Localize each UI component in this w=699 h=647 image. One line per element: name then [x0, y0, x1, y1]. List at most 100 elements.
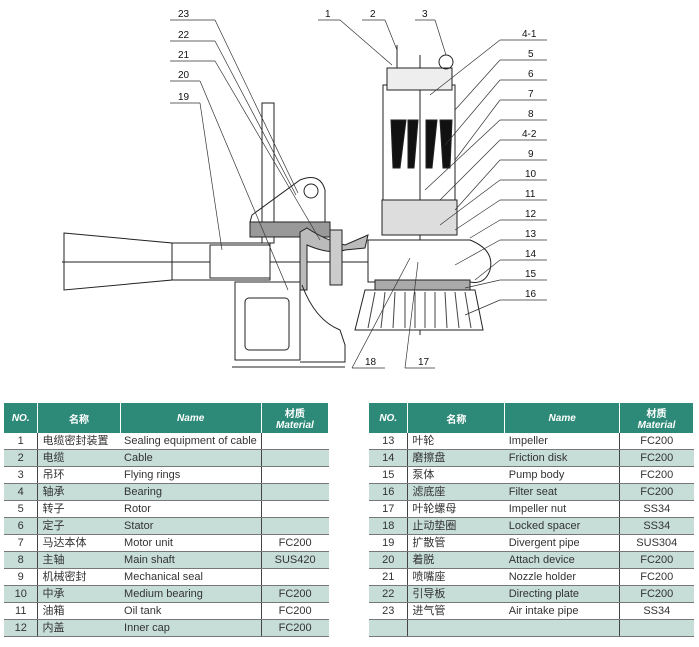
part-name-en: Filter seat: [504, 483, 620, 501]
part-number: 18: [369, 517, 409, 535]
header-material-cn: 材质: [646, 409, 667, 420]
part-name-cn: 主轴: [37, 551, 121, 569]
part-number: 23: [369, 602, 409, 620]
callout-label: 12: [525, 209, 537, 220]
part-name-cn: 吊环: [37, 466, 121, 484]
callout-label: 1: [325, 9, 331, 20]
part-material: FC200: [619, 449, 694, 467]
part-number: 3: [4, 466, 39, 484]
callout-label: 21: [178, 50, 190, 61]
callout-label: 4-2: [522, 129, 537, 140]
part-number: [369, 619, 409, 637]
part-material: [260, 466, 329, 484]
callout-label: 15: [525, 269, 537, 280]
part-name-cn: 轴承: [37, 483, 121, 501]
part-name-en: Directing plate: [504, 585, 620, 603]
part-material: FC200: [619, 568, 694, 586]
part-name-cn: 电缆: [37, 449, 121, 467]
part-number: 17: [369, 500, 409, 518]
part-number: 6: [4, 517, 39, 535]
stator-windings: [390, 119, 453, 169]
callout-label: 22: [178, 30, 190, 41]
part-material: FC200: [619, 433, 694, 450]
part-name-en: Inner cap: [120, 619, 262, 637]
part-name-cn: 泵体: [407, 466, 505, 484]
header-no: NO.: [4, 403, 39, 433]
part-name-cn: 止动垫圈: [407, 517, 505, 535]
header-cn-name: 名称: [407, 403, 506, 433]
part-name-cn: 电缆密封装置: [37, 433, 121, 450]
part-material: SS34: [619, 602, 694, 620]
part-material: FC200: [619, 483, 694, 501]
part-name-en: Divergent pipe: [504, 534, 620, 552]
callout-label: 9: [528, 149, 534, 160]
part-number: 9: [4, 568, 39, 586]
callout-label: 5: [528, 49, 534, 60]
callout-label: 17: [418, 357, 430, 368]
callout-label: 11: [525, 189, 536, 200]
part-name-en: Nozzle holder: [504, 568, 620, 586]
part-name-cn: 磨擦盘: [407, 449, 505, 467]
part-number: 5: [4, 500, 39, 518]
part-number: 19: [369, 534, 409, 552]
part-material: FC200: [260, 619, 329, 637]
part-name-cn: 滤底座: [407, 483, 505, 501]
header-no: NO.: [369, 403, 409, 433]
part-number: 7: [4, 534, 39, 552]
header-material-cn: 材质: [284, 409, 305, 420]
callout-label: 13: [525, 229, 537, 240]
part-number: 20: [369, 551, 409, 569]
part-name-cn: 扩散管: [407, 534, 505, 552]
part-material: FC200: [260, 534, 329, 552]
part-name-cn: 马达本体: [37, 534, 121, 552]
part-material: FC200: [260, 585, 329, 603]
part-name-cn: 喷嘴座: [407, 568, 505, 586]
part-material: FC200: [260, 602, 329, 620]
header-material-en: Material: [637, 420, 676, 431]
callout-label: 2: [370, 9, 376, 20]
part-number: 1: [4, 433, 39, 450]
part-number: 21: [369, 568, 409, 586]
part-name-en: Air intake pipe: [504, 602, 620, 620]
callout-labels: 23 22 21 20 19 1 2 3 4-1 5 6 7 8 4-2 9 1…: [178, 9, 537, 368]
header-name: Name: [504, 403, 621, 433]
header-name: Name: [120, 403, 262, 433]
part-number: 11: [4, 602, 39, 620]
callout-label: 23: [178, 9, 190, 20]
part-name-cn: [407, 619, 505, 637]
callout-label: 19: [178, 92, 190, 103]
header-cn-name: 名称: [37, 403, 121, 433]
part-name-en: Attach device: [504, 551, 620, 569]
part-name-en: Locked spacer: [504, 517, 620, 535]
part-number: 15: [369, 466, 409, 484]
part-material: SUS304: [619, 534, 694, 552]
part-name-cn: 转子: [37, 500, 121, 518]
part-material: [260, 568, 329, 586]
part-name-cn: 定子: [37, 517, 121, 535]
part-number: 10: [4, 585, 39, 603]
part-number: 14: [369, 449, 409, 467]
callout-label: 16: [525, 289, 537, 300]
filter-seat-shape: [354, 289, 484, 331]
